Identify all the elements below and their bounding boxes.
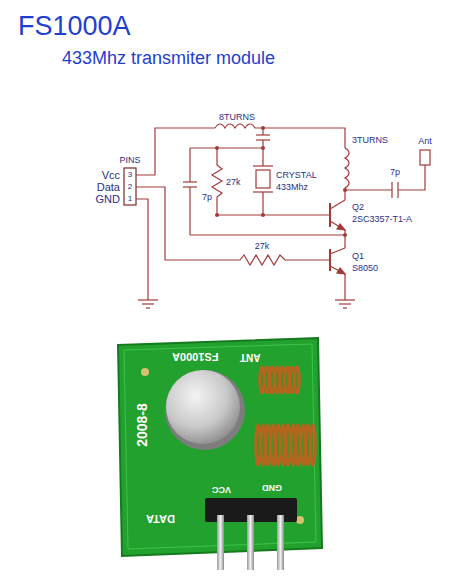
inductor-label: 8TURNS bbox=[219, 113, 255, 122]
silkscreen-text: DATA bbox=[146, 513, 175, 524]
transistor-part: S8050 bbox=[352, 264, 378, 273]
transistor-name: Q1 bbox=[352, 252, 364, 261]
subtitle: 433Mhz transmiter module bbox=[62, 49, 275, 67]
pin-name: Data bbox=[97, 182, 120, 193]
silkscreen-text: VCC bbox=[212, 485, 231, 494]
silkscreen-text: GND bbox=[262, 483, 282, 492]
pin-number: 3 bbox=[128, 171, 132, 179]
wires bbox=[124, 124, 430, 308]
inductor-label: 3TURNS bbox=[352, 136, 388, 145]
resistor-value: 27k bbox=[255, 242, 270, 251]
transistor-name: Q2 bbox=[352, 203, 364, 212]
crystal-frequency: 433Mhz bbox=[276, 183, 308, 192]
resistor-value: 27k bbox=[226, 178, 241, 187]
pin-name: Vcc bbox=[102, 170, 120, 181]
pin-number: 2 bbox=[128, 183, 132, 191]
module-photo bbox=[118, 338, 322, 570]
junctions bbox=[215, 126, 347, 237]
antenna-label: Ant bbox=[418, 137, 432, 146]
capacitor-value: 7p bbox=[202, 193, 212, 202]
silkscreen-text: 2008-8 bbox=[135, 403, 149, 447]
transistor-part: 2SC3357-T1-A bbox=[352, 215, 412, 224]
capacitor-value: 7p bbox=[390, 168, 400, 177]
coil-winding bbox=[295, 367, 299, 393]
title: FS1000A bbox=[18, 13, 131, 40]
pin-number: 1 bbox=[128, 195, 132, 203]
pin-header-label: PINS bbox=[119, 156, 140, 165]
pin-name: GND bbox=[96, 194, 120, 205]
silkscreen-text: FS1000A bbox=[172, 351, 218, 362]
crystal-label: CRYSTAL bbox=[276, 171, 317, 180]
silkscreen-text: ANT bbox=[240, 352, 261, 362]
coil-winding bbox=[311, 425, 315, 465]
